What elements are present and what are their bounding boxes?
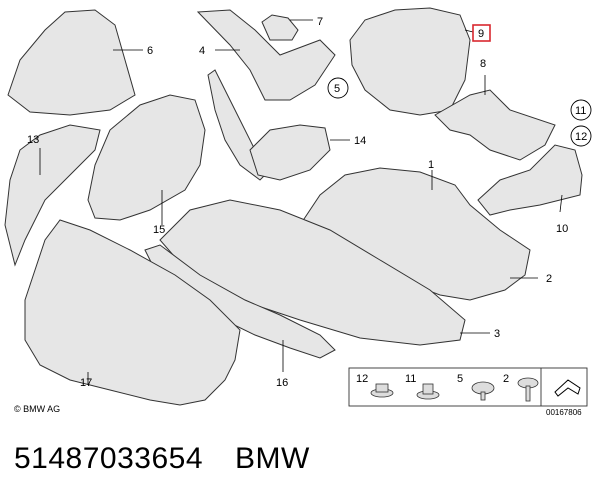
callout-10: 10 — [556, 223, 568, 235]
callout-11-circle — [570, 99, 592, 121]
callout-16: 16 — [276, 377, 288, 389]
part-6-shape — [7, 9, 136, 116]
legend-2: 2 — [503, 373, 509, 385]
legend-12: 12 — [356, 373, 368, 385]
copyright-label: © BMW AG — [14, 404, 61, 414]
part-8-shape — [434, 89, 556, 161]
part-14-shape — [249, 124, 331, 181]
footer-caption: 51487033654 BMW — [14, 442, 310, 476]
callout-6: 6 — [147, 45, 153, 57]
part-9-shape — [349, 7, 471, 116]
callout-12-circle — [570, 125, 592, 147]
part-number: 51487033654 — [14, 442, 204, 475]
part-13-shape — [4, 124, 101, 267]
part-4-shape — [196, 9, 336, 101]
legend-arrow-icon — [554, 379, 581, 397]
part-17-shape — [24, 219, 241, 406]
callout-2: 2 — [546, 273, 552, 285]
legend-5: 5 — [457, 373, 463, 385]
callout-11: 11 — [575, 105, 586, 117]
callout-9: 9 — [478, 28, 484, 40]
callout-7: 7 — [317, 16, 323, 28]
callout-3: 3 — [494, 328, 500, 340]
callout-4: 4 — [199, 45, 205, 57]
leader-lines — [39, 19, 563, 385]
callout-9-highlight-box — [472, 24, 491, 42]
callout-12: 12 — [575, 131, 587, 143]
callout-17: 17 — [80, 377, 92, 389]
callout-15: 15 — [153, 224, 165, 236]
part-7-shape — [261, 14, 299, 41]
part-10-shape — [477, 144, 583, 216]
callout-5-circle — [327, 77, 349, 99]
fastener-legend: 12 11 5 2 — [348, 367, 588, 407]
callout-8: 8 — [480, 58, 486, 70]
part-15-shape — [87, 94, 206, 221]
callout-13: 13 — [27, 134, 39, 146]
callout-1: 1 — [428, 159, 434, 171]
legend-11: 11 — [405, 373, 416, 385]
brand-name: BMW — [235, 442, 310, 475]
callout-14: 14 — [354, 135, 366, 147]
parts-diagram: 6 7 4 9 8 11 12 13 14 1 15 10 2 3 17 16 … — [4, 7, 592, 407]
reference-code: 00167806 — [546, 408, 582, 417]
callout-5: 5 — [334, 83, 340, 95]
